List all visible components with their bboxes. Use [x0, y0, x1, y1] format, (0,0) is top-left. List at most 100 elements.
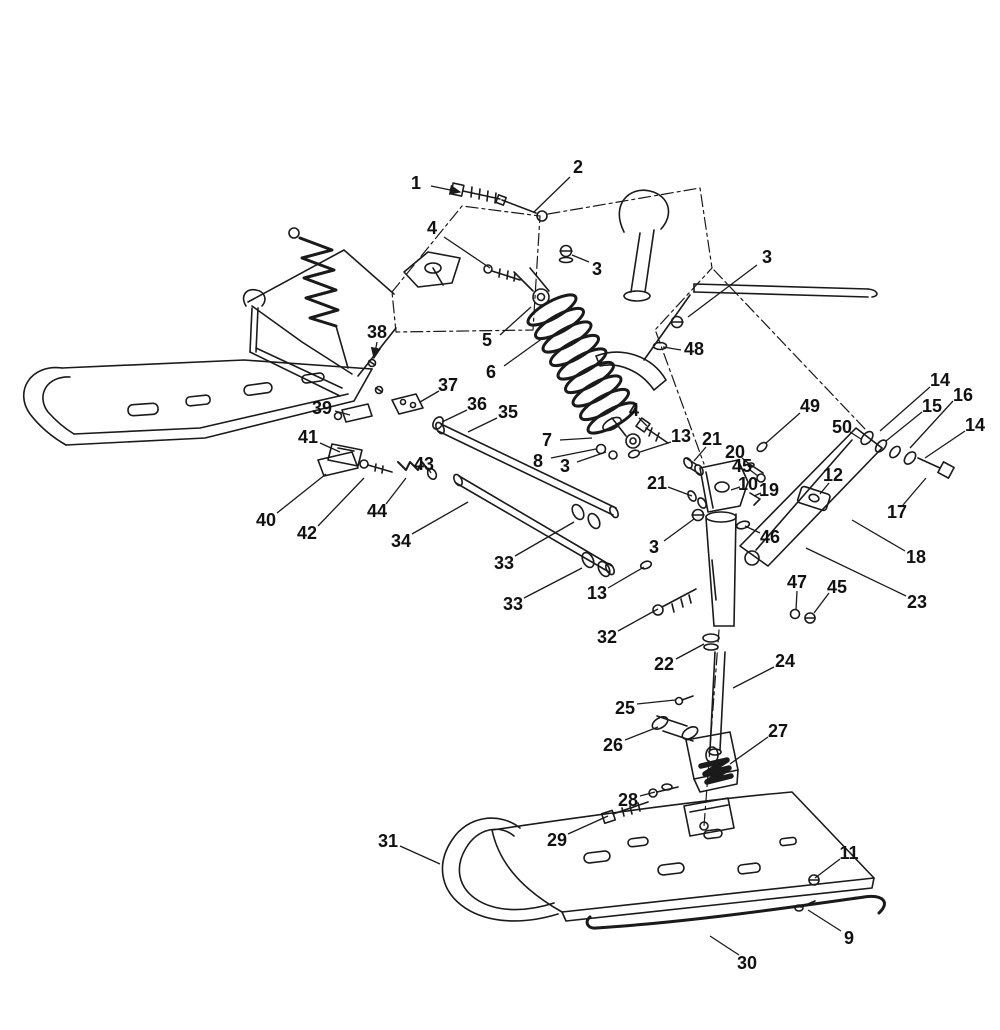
callout-label-33: 33 [494, 553, 514, 573]
callout-leader-11 [814, 858, 841, 879]
callout-leader-37 [419, 390, 440, 403]
spring-44 [397, 461, 429, 471]
bracket-41 [327, 443, 363, 467]
rod-mounting-brackets [317, 358, 444, 481]
chassis-phantom-lines [391, 187, 867, 827]
callout-label-33: 33 [503, 594, 523, 614]
callout-label-13: 13 [671, 426, 691, 446]
plate-40 [317, 451, 359, 477]
callout-leader-7 [559, 437, 593, 441]
callout-leader-3 [571, 254, 590, 263]
washer-13 [639, 560, 653, 570]
bolt-42 [359, 459, 369, 469]
rubber-damper-27 [698, 757, 734, 785]
callout-label-42: 42 [297, 523, 317, 543]
callout-leader-46 [744, 525, 761, 534]
callout-label-39: 39 [312, 398, 332, 418]
callout-label-3: 3 [762, 247, 772, 267]
callout-label-11: 11 [839, 843, 858, 863]
callout-label-6: 6 [486, 362, 496, 382]
bolt-25 [674, 696, 684, 706]
callout-label-44: 44 [367, 501, 387, 521]
callout-label-20: 20 [725, 442, 745, 462]
callout-label-7: 7 [542, 430, 552, 450]
cotter-pin-19 [749, 492, 761, 506]
callout-leader-47 [795, 590, 798, 611]
bolt-32 [652, 604, 664, 616]
nut-45 [756, 473, 766, 483]
callout-label-28: 28 [618, 790, 638, 810]
front-shock-absorber [513, 267, 669, 460]
callout-label-24: 24 [775, 651, 795, 671]
bellcrank-arm [595, 351, 667, 391]
callout-leader-50 [849, 431, 862, 440]
callout-leader-34 [411, 501, 469, 535]
callout-label-9: 9 [844, 928, 854, 948]
spindle-strut [600, 511, 816, 825]
callout-label-14: 14 [930, 370, 950, 390]
callout-label-19: 19 [759, 480, 779, 500]
washer-48 [652, 341, 668, 351]
callout-leader-43 [427, 467, 432, 474]
callout-label-3: 3 [592, 259, 602, 279]
nut-3 [608, 450, 618, 460]
callout-leader-48 [662, 346, 682, 351]
callout-label-16: 16 [953, 385, 973, 405]
callout-leader-13 [607, 566, 645, 589]
mount-bracket-4 [403, 251, 461, 288]
callout-leader-3 [576, 451, 607, 463]
tie-rod-2 [501, 199, 537, 214]
callout-label-10: 10 [738, 474, 758, 494]
callout-leader-41 [319, 442, 341, 453]
callout-leader-12 [819, 482, 830, 495]
callout-label-37: 37 [438, 375, 458, 395]
callout-leader-21 [693, 446, 707, 462]
bracket-39 [341, 403, 373, 423]
callout-label-49: 49 [800, 396, 820, 416]
callout-label-36: 36 [467, 394, 487, 414]
callout-leader-38 [370, 341, 382, 360]
callout-leader-22 [675, 643, 705, 660]
radius-rods [435, 421, 697, 616]
callout-label-34: 34 [391, 531, 411, 551]
ski-tip-loop [441, 817, 559, 922]
callout-leader-31 [399, 845, 441, 865]
callout-leader-45 [749, 469, 759, 477]
steering-hoop [618, 189, 670, 233]
callout-leader-18 [851, 519, 906, 552]
bolt-38 [367, 358, 377, 368]
callout-leader-35 [467, 417, 498, 433]
ski-wear-bar-30 [585, 894, 886, 930]
callout-label-14: 14 [965, 415, 985, 435]
ski-saddle [683, 797, 735, 837]
callout-leader-27 [729, 736, 769, 765]
callout-leader-42 [317, 477, 365, 527]
callout-label-8: 8 [533, 451, 543, 471]
callout-leader-1 [430, 184, 462, 195]
callout-leader-10 [730, 486, 741, 491]
callout-leader-24 [732, 666, 775, 689]
callout-label-17: 17 [887, 502, 907, 522]
callout-leader-9 [807, 909, 842, 932]
callout-leader-20 [741, 457, 754, 468]
callout-label-4: 4 [427, 218, 437, 238]
callout-label-29: 29 [547, 830, 567, 850]
callout-label-31: 31 [378, 831, 398, 851]
callout-leader-16 [909, 400, 954, 449]
bushing-33 [581, 551, 595, 569]
steering-arm-cluster [627, 449, 831, 530]
callout-leader-17 [902, 477, 927, 506]
callout-label-2: 2 [573, 157, 583, 177]
callout-leader-13 [639, 441, 672, 453]
callout-leader-36 [441, 409, 468, 423]
ski-body-31 [491, 791, 875, 913]
callout-leader-40 [276, 473, 327, 514]
rubber-block-12 [796, 485, 831, 512]
callout-leader-33 [523, 567, 583, 599]
callout-label-27: 27 [768, 721, 788, 741]
callout-label-45: 45 [827, 577, 847, 597]
bolt-17 [937, 461, 955, 479]
callout-leader-23 [805, 547, 907, 597]
